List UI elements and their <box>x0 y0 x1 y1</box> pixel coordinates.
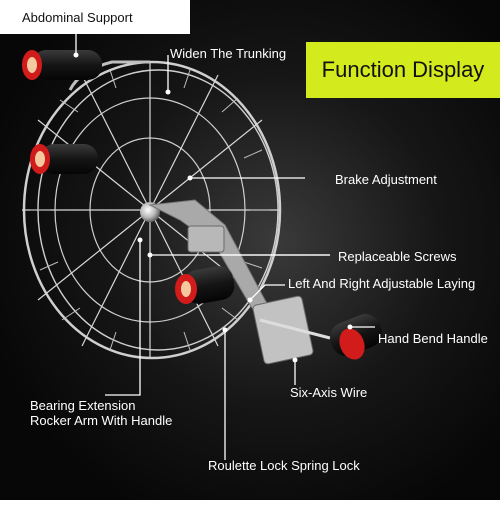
label-roulette-lock: Roulette Lock Spring Lock <box>208 458 360 473</box>
label-bearing-extension-line1: Bearing Extension <box>30 398 136 413</box>
function-display-banner <box>306 42 500 98</box>
callout-dots <box>73 52 353 363</box>
brake-block <box>187 225 225 253</box>
laying-rod <box>259 318 331 340</box>
label-plate <box>0 0 190 34</box>
handle-mid-left <box>30 144 98 174</box>
laying-mechanism <box>252 295 314 365</box>
label-six-axis-wire: Six-Axis Wire <box>290 385 368 400</box>
function-display-title: Function Display <box>321 57 485 82</box>
rim-rungs <box>30 69 270 351</box>
label-left-right-laying: Left And Right Adjustable Laying <box>288 276 476 291</box>
label-abdominal-support: Abdominal Support <box>22 10 133 25</box>
callout-lines <box>75 33 375 460</box>
handle-top-left <box>22 50 102 80</box>
label-widen-trunking: Widen The Trunking <box>170 46 287 61</box>
label-bearing-extension-line2: Rocker Arm With Handle <box>30 413 173 428</box>
label-hand-bend-handle: Hand Bend Handle <box>378 331 488 346</box>
label-brake-adjustment: Brake Adjustment <box>335 172 437 187</box>
label-replaceable-screws: Replaceable Screws <box>338 249 457 264</box>
handle-rocker <box>175 266 235 304</box>
handle-bottom-right <box>330 314 382 360</box>
